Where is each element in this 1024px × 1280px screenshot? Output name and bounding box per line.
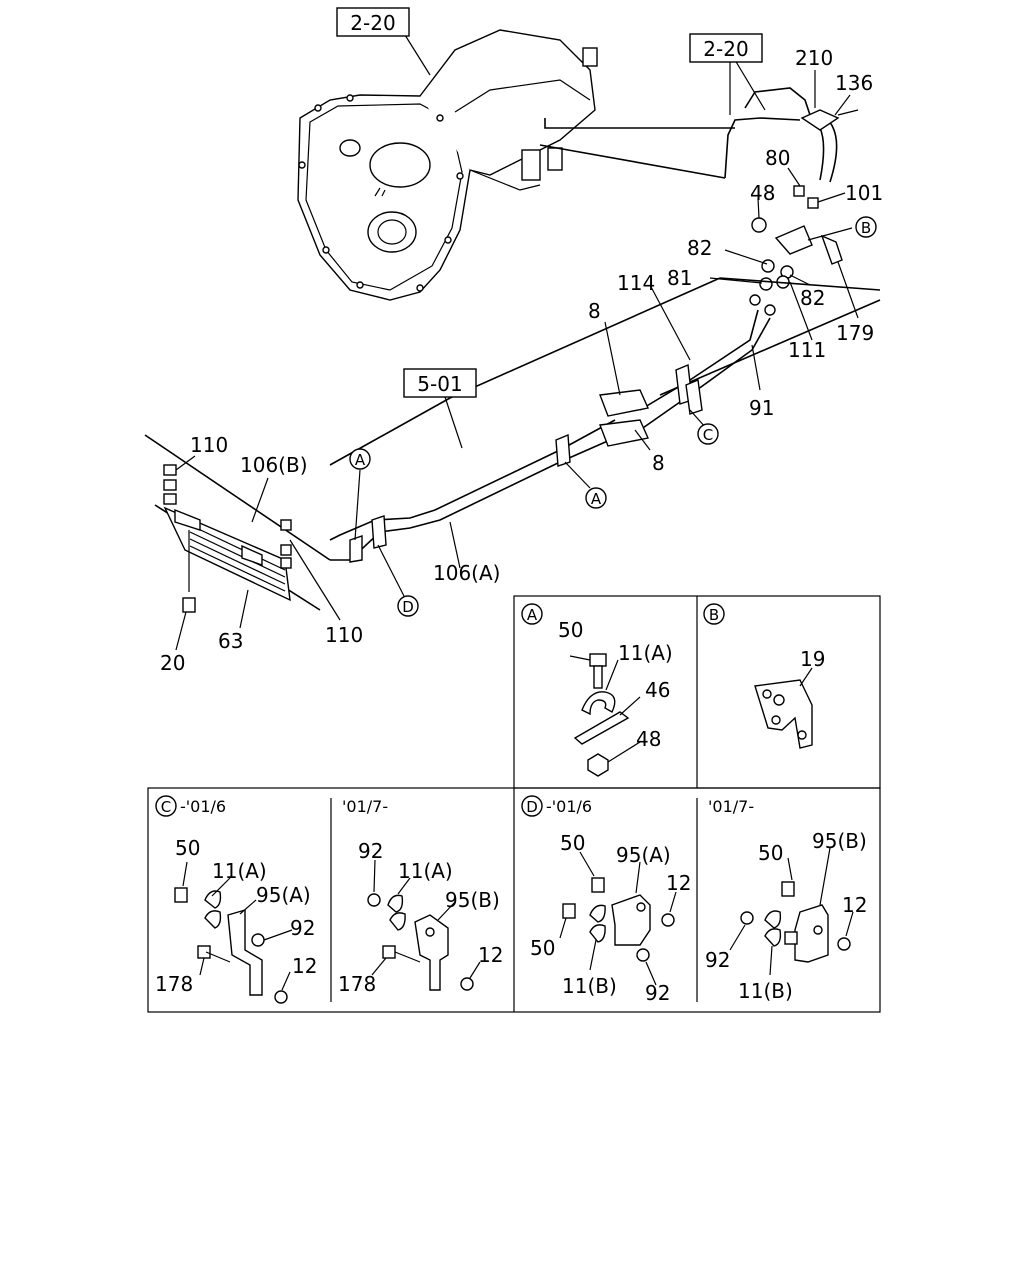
- main-callouts: 210 136 80 48 101 82 81 82 114 8 111 179…: [160, 46, 883, 675]
- panel-c-late-label-11a: 11(A): [398, 859, 453, 883]
- panel-c-late-parts: [367, 859, 481, 991]
- reference-box-2-20-pipe: 2-20: [689, 33, 763, 63]
- bracket-19: [754, 667, 813, 749]
- panel-marker: D: [526, 798, 538, 816]
- svg-text:A: A: [591, 490, 602, 508]
- view-marker-c: C: [697, 423, 719, 445]
- panel-d-late-label-50: 50: [758, 841, 783, 865]
- oil-cooler: [163, 464, 292, 613]
- panel-d-late-label-92: 92: [705, 948, 730, 972]
- panel-a-label-46: 46: [645, 678, 670, 702]
- panel-b-label-19: 19: [800, 647, 825, 671]
- callout-136: 136: [835, 71, 873, 95]
- callout-20: 20: [160, 651, 185, 675]
- callout-8: 8: [588, 299, 601, 323]
- callout-110: 110: [325, 623, 363, 647]
- ref-label: 2-20: [703, 37, 748, 61]
- callout-82: 82: [687, 236, 712, 260]
- panel-d-late-parts: [729, 847, 854, 976]
- callout-101: 101: [845, 181, 883, 205]
- panel-date: '01/7-: [708, 797, 754, 816]
- callout-8: 8: [652, 451, 665, 475]
- panel-d-early-parts: [559, 851, 677, 986]
- view-marker-b: B: [855, 216, 877, 238]
- callout-82: 82: [800, 286, 825, 310]
- callout-63: 63: [218, 629, 243, 653]
- panel-c-early-label-50: 50: [175, 836, 200, 860]
- panel-marker: B: [709, 606, 719, 624]
- detail-panels-frame: [147, 595, 881, 1013]
- panel-marker: C: [161, 798, 171, 816]
- callout-114: 114: [617, 271, 655, 295]
- detail-panel-c-early: C -'01/6 50 11(A) 95(A) 92 178 12: [155, 795, 317, 1004]
- svg-text:A: A: [355, 451, 366, 469]
- panel-c-late-label-95b: 95(B): [445, 888, 500, 912]
- panel-d-late-label-12: 12: [842, 893, 867, 917]
- panel-d-early-label-95a: 95(A): [616, 843, 671, 867]
- cooler-lines: [144, 277, 881, 611]
- panel-c-late-label-12: 12: [478, 943, 503, 967]
- detail-panel-d-early: D -'01/6 50 95(A) 12 50 11(B) 92: [521, 795, 691, 1005]
- panel-a-label-50: 50: [558, 618, 583, 642]
- view-marker-d: D: [397, 595, 419, 617]
- reference-box-2-20-transmission: 2-20: [336, 7, 410, 37]
- detail-panel-b: B 19: [703, 603, 825, 749]
- callout-91: 91: [749, 396, 774, 420]
- callout-179: 179: [836, 321, 874, 345]
- view-marker-a-lower: A: [585, 487, 607, 509]
- transmission-housing: [297, 29, 598, 301]
- panel-date: '01/7-: [342, 797, 388, 816]
- callout-111: 111: [788, 338, 826, 362]
- panel-c-early-label-11a: 11(A): [212, 859, 267, 883]
- callout-106-a: 106(A): [433, 561, 500, 585]
- panel-d-early-label-50: 50: [560, 831, 585, 855]
- ref-label: 2-20: [350, 11, 395, 35]
- panel-c-early-parts: [174, 861, 293, 1004]
- panel-c-early-label-95a: 95(A): [256, 883, 311, 907]
- svg-text:D: D: [402, 598, 414, 616]
- leader-lines: [175, 34, 859, 651]
- panel-a-label-48: 48: [636, 727, 661, 751]
- panel-d-late-label-11b: 11(B): [738, 979, 793, 1003]
- panel-d-early-label-12: 12: [666, 871, 691, 895]
- panel-d-early-label-92: 92: [645, 981, 670, 1005]
- panel-c-late-label-92: 92: [358, 839, 383, 863]
- callout-210: 210: [795, 46, 833, 70]
- panel-d-early-label-11b: 11(B): [562, 974, 617, 998]
- panel-d-early-label-50: 50: [530, 936, 555, 960]
- panel-a-parts: [569, 653, 641, 777]
- upper-pipes: [539, 87, 859, 316]
- ref-label: 5-01: [417, 372, 462, 396]
- callout-106-b: 106(B): [240, 453, 308, 477]
- svg-text:B: B: [861, 219, 871, 237]
- svg-text:C: C: [703, 426, 713, 444]
- callout-48: 48: [750, 181, 775, 205]
- reference-box-5-01: 5-01: [403, 368, 477, 398]
- panel-date: -'01/6: [546, 797, 592, 816]
- panel-date: -'01/6: [180, 797, 226, 816]
- panel-d-late-label-95b: 95(B): [812, 829, 867, 853]
- view-marker-a-upper: A: [349, 448, 371, 470]
- detail-panel-c-late: '01/7- 92 11(A) 95(B) 178 12: [338, 797, 503, 996]
- panel-c-early-label-12: 12: [292, 954, 317, 978]
- callout-80: 80: [765, 146, 790, 170]
- detail-panel-a: A 50 11(A) 46 48: [521, 603, 673, 777]
- panel-a-label-11a: 11(A): [618, 641, 673, 665]
- callout-81: 81: [667, 266, 692, 290]
- panel-c-late-label-178: 178: [338, 972, 376, 996]
- panel-marker: A: [527, 606, 538, 624]
- panel-c-early-label-178: 178: [155, 972, 193, 996]
- detail-panel-d-late: '01/7- 50 95(B) 12 92 11(B): [705, 797, 867, 1003]
- callout-110: 110: [190, 433, 228, 457]
- panel-c-early-label-92: 92: [290, 916, 315, 940]
